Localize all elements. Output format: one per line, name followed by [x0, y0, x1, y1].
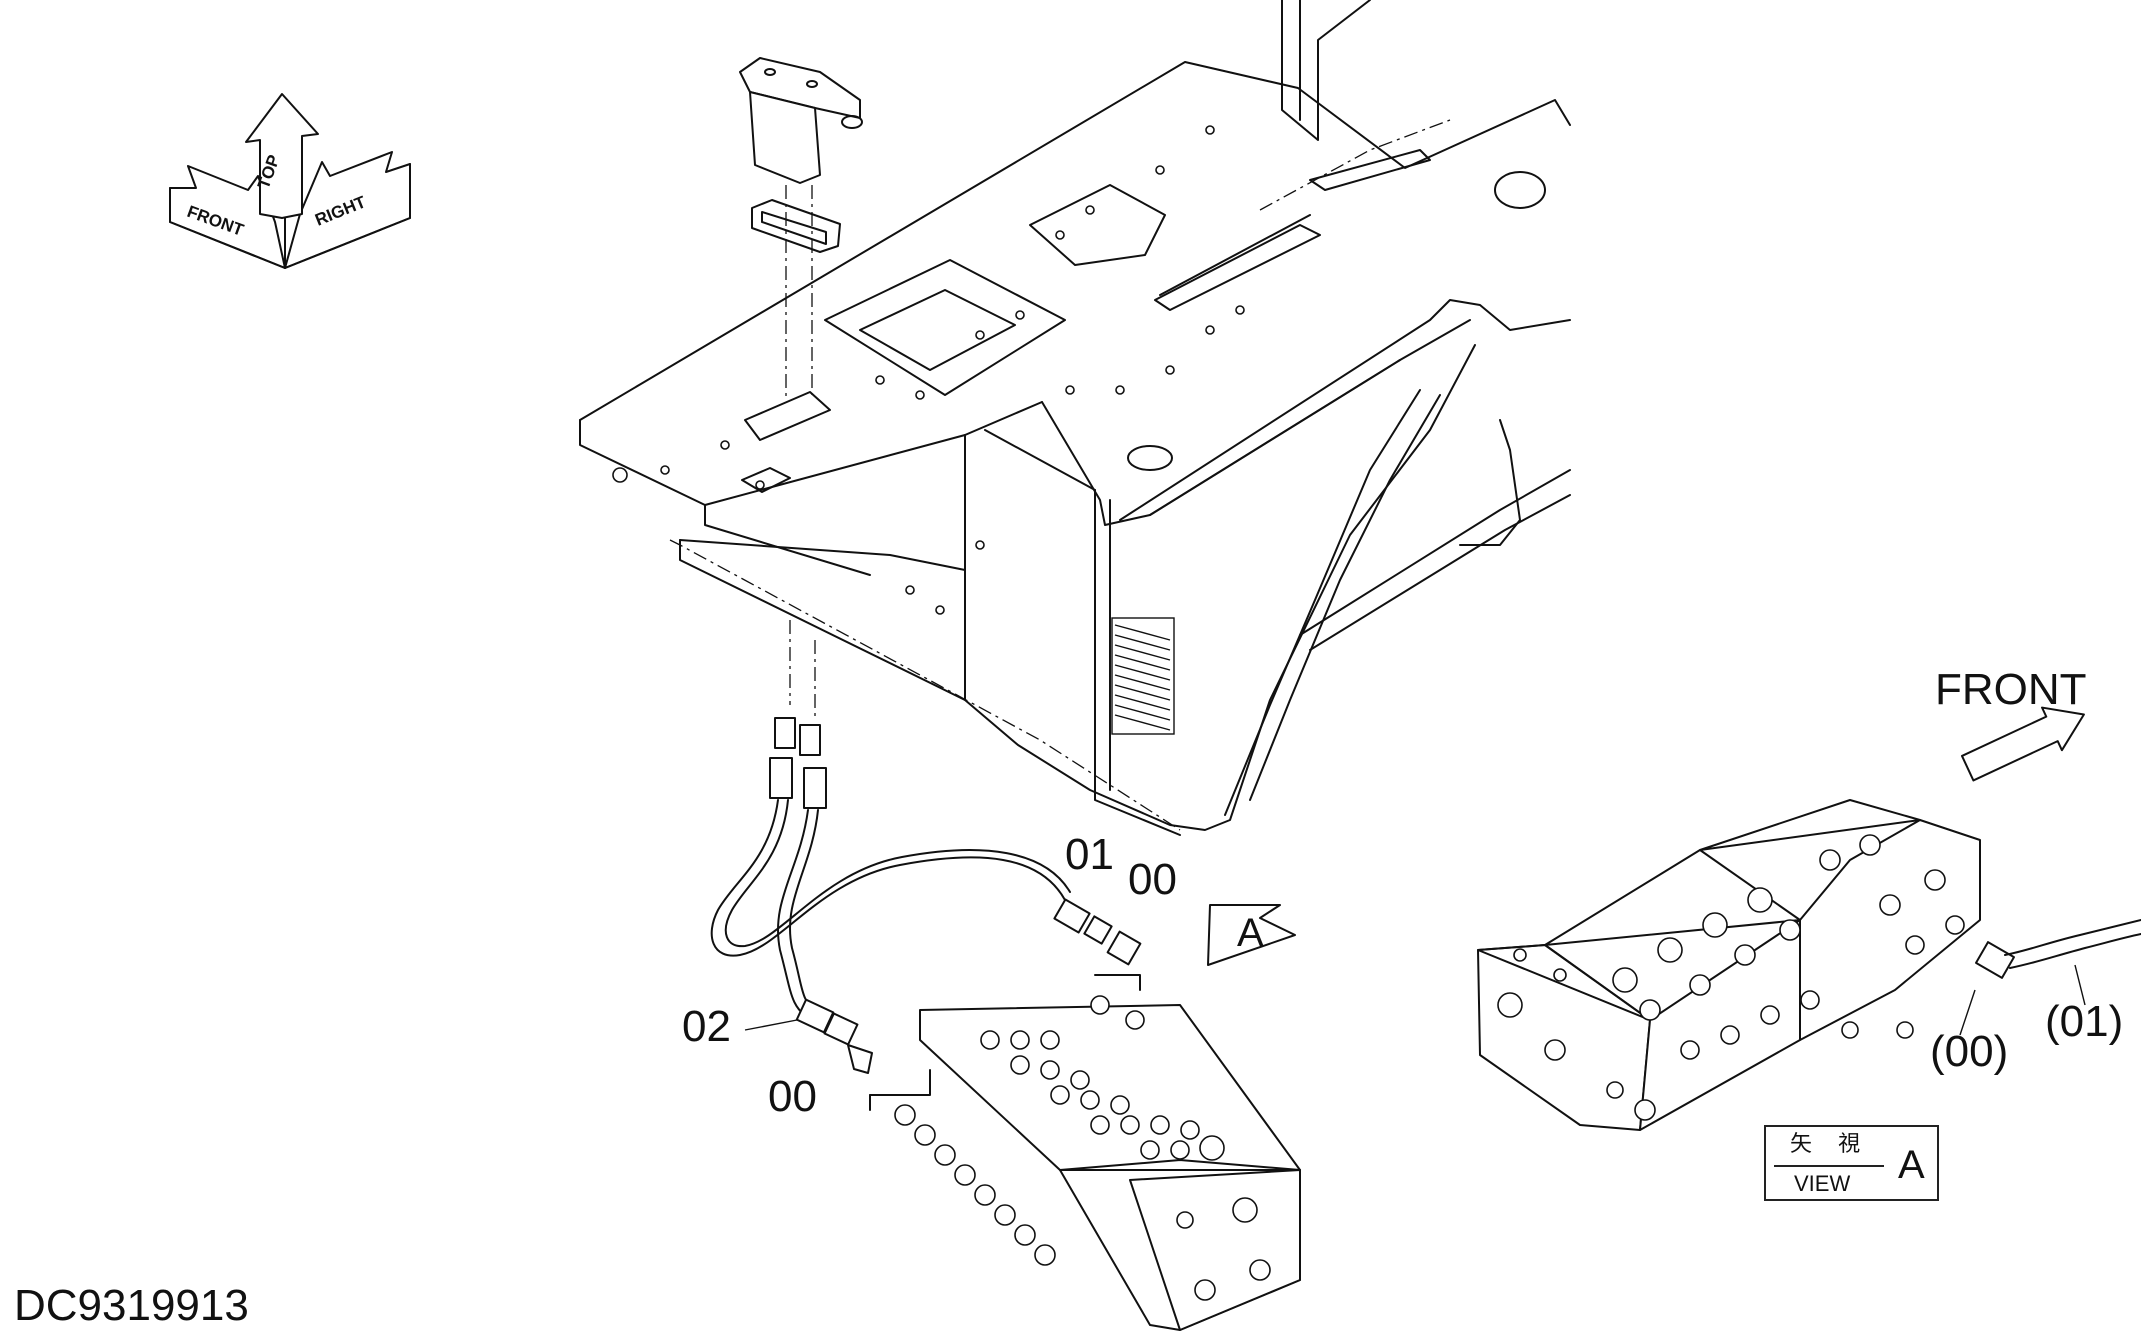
valve-spools: [894, 995, 1225, 1266]
cab-floor-frame: [579, 0, 1571, 836]
callout-00-upper: 00: [1128, 855, 1177, 904]
vent-grille: [1111, 617, 1175, 735]
deck-openings: [741, 149, 1546, 493]
view-title-en: VIEW: [1794, 1171, 1851, 1196]
orientation-compass-icon: FRONT TOP RIGHT: [169, 93, 411, 269]
front-label: FRONT: [1935, 665, 2087, 714]
view-title-rule: [1774, 1165, 1884, 1167]
callout-01: 01: [1065, 830, 1114, 879]
view-title-letter: A: [1898, 1143, 1925, 1187]
switch-assembly: [739, 57, 863, 400]
view-a-callout-00: (00): [1930, 1027, 2009, 1076]
callout-00-lower: 00: [768, 1072, 817, 1121]
front-arrow-icon: [1960, 706, 2085, 782]
view-a-title-box: 矢 視 VIEW A: [1764, 1125, 1939, 1201]
view-a-callout-01: (01): [2045, 997, 2124, 1046]
view-title-jp: 矢 視: [1790, 1131, 1871, 1156]
drawing-id: DC9319913: [14, 1281, 249, 1330]
pilot-hoses: [710, 620, 1142, 1074]
mounting-holes: [612, 125, 1245, 615]
callout-02: 02: [682, 1002, 731, 1051]
view-marker-letter: A: [1237, 911, 1264, 955]
view-a-control-valve: [1477, 799, 2141, 1131]
control-valve: [869, 974, 1301, 1331]
view-a-marker: [1207, 904, 1296, 966]
